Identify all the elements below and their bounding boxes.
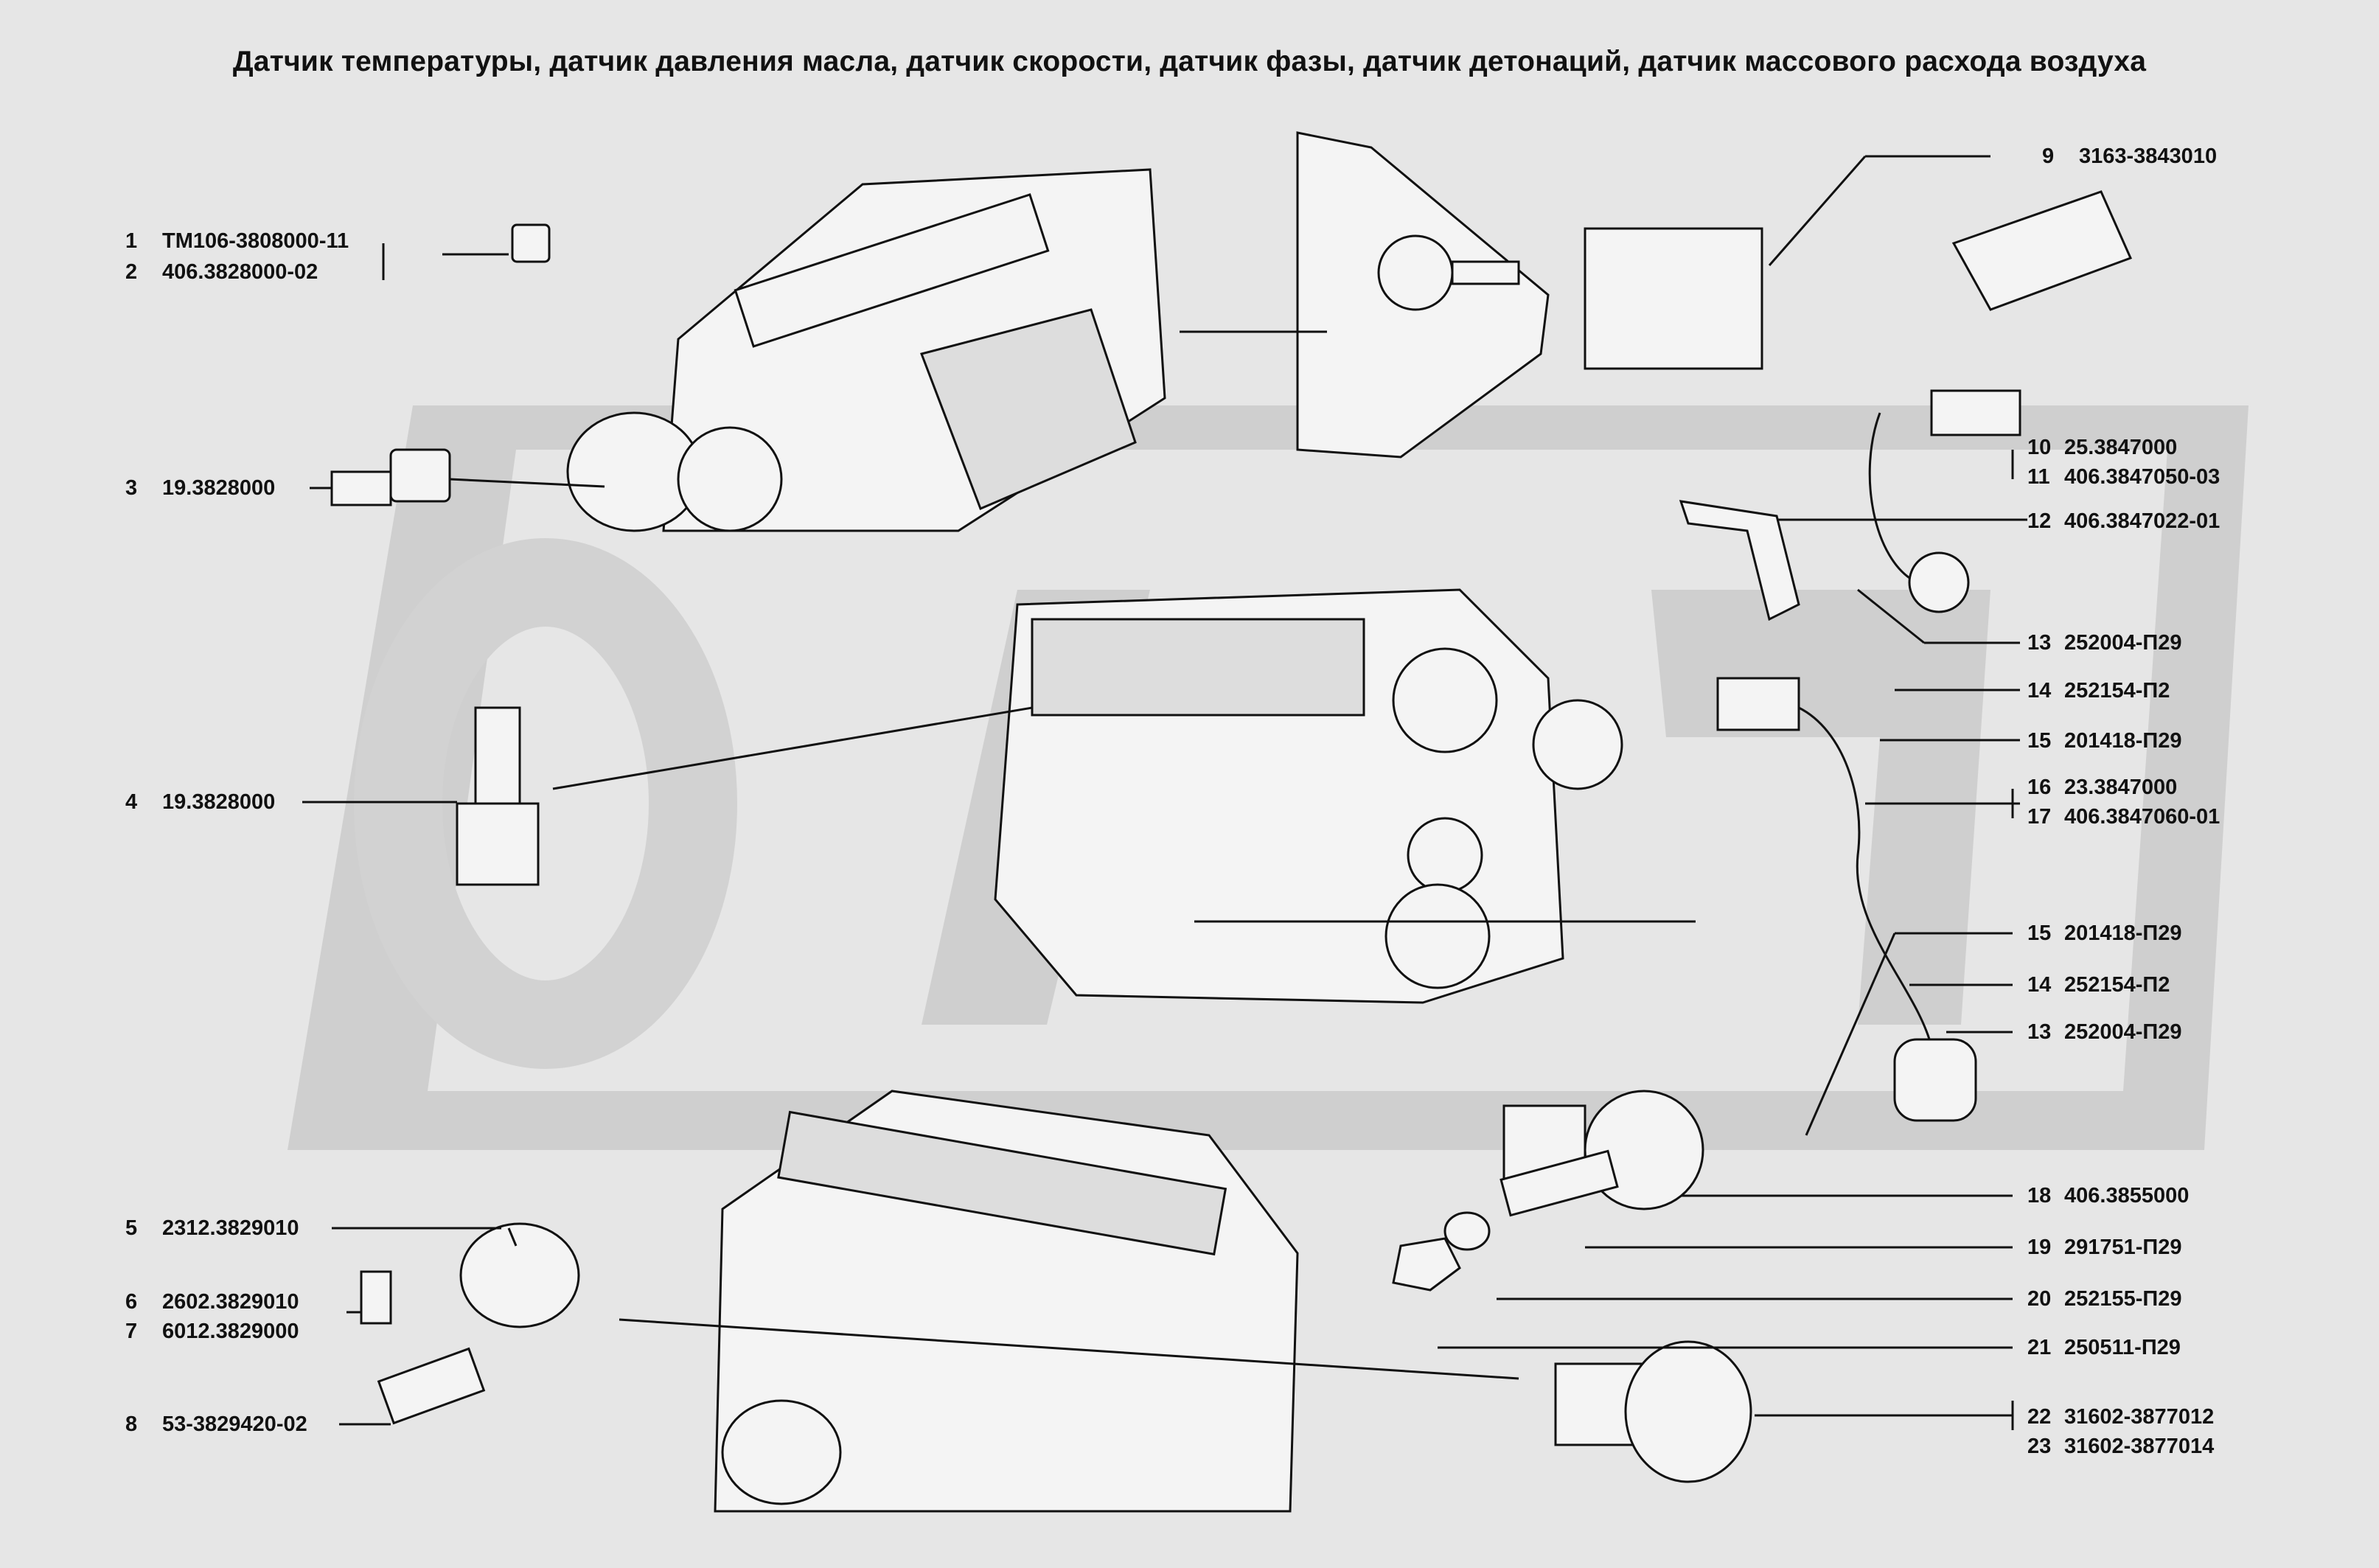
- leader-lines: [302, 155, 2027, 1430]
- sensor-parts: [330, 190, 2133, 1483]
- pump-housing: [1296, 131, 1550, 459]
- diagram-title: Датчик температуры, датчик давления масл…: [232, 46, 2147, 77]
- engine-top-view: [566, 168, 1166, 532]
- engine-front-view: [994, 588, 1623, 1004]
- engine-side-view: [714, 1090, 1299, 1513]
